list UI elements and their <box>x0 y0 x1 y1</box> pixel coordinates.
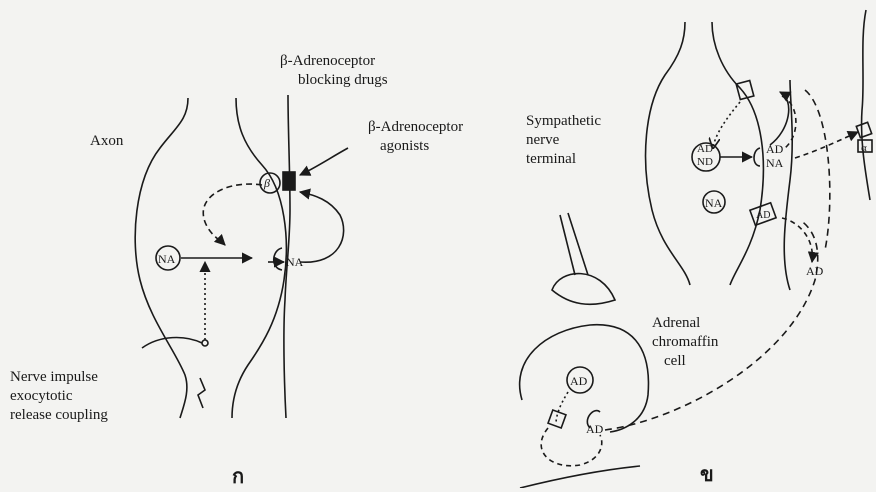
label-ad-na-line2: NA <box>766 156 783 170</box>
label-beta-receptor: β <box>264 174 270 193</box>
label-beta-agonists: β-Adrenoceptor agonists <box>368 118 463 156</box>
agonist-arrow <box>300 148 348 175</box>
impulse-origin <box>202 340 208 346</box>
label-ad-vesicle: AD <box>570 372 587 391</box>
presynaptic-receptor-top <box>736 80 754 99</box>
ad-flow-dashed-2 <box>805 90 830 250</box>
label-ad-release: AD <box>586 420 603 439</box>
label-beta-agonists-line2: agonists <box>368 137 463 156</box>
right-receptor-box <box>856 122 871 137</box>
label-ad-nd-line1: AD <box>697 143 713 156</box>
top-receptor-dotted <box>713 102 740 148</box>
beta-feedback-dashed <box>203 184 262 245</box>
nerve-fiber-left <box>560 215 575 275</box>
nerve-fiber-right <box>568 213 588 275</box>
nerve-ending-cap <box>552 274 615 305</box>
label-ad-nd-vesicle: AD ND <box>697 143 713 169</box>
label-nerve-impulse-line1: Nerve impulse <box>10 368 108 387</box>
label-beta-blocking: β-Adrenoceptor blocking drugs <box>280 52 388 90</box>
chromaffin-receptor <box>548 410 566 428</box>
panel-number-b: ข <box>700 458 714 490</box>
label-na-vesicle-b: NA <box>705 194 722 213</box>
bottom-membrane <box>520 466 640 488</box>
label-nerve-impulse-line2: exocytotic <box>10 387 108 406</box>
label-sympathetic-terminal: Sympathetic nerve terminal <box>526 112 601 169</box>
release-notch <box>754 148 760 166</box>
label-sympathetic-line1: Sympathetic <box>526 112 601 131</box>
label-adrenal-line3: cell <box>652 352 718 371</box>
lower-receptor-dashed <box>782 218 812 262</box>
label-nerve-impulse: Nerve impulse exocytotic release couplin… <box>10 368 108 425</box>
right-cell-outline <box>862 10 870 200</box>
label-alpha-receptor: α <box>861 139 867 158</box>
label-adrenal-line2: chromaffin <box>652 333 718 352</box>
top-na-loop <box>770 92 789 145</box>
label-ad-na-release: AD NA <box>766 142 783 170</box>
label-axon: Axon <box>90 132 123 151</box>
label-ad-na-line1: AD <box>766 142 783 156</box>
na-to-receptor-loop <box>300 192 344 262</box>
terminal-outline-left <box>646 22 690 285</box>
label-adrenal-chromaffin: Adrenal chromaffin cell <box>652 314 718 371</box>
label-sympathetic-line2: nerve <box>526 131 601 150</box>
label-nerve-impulse-line3: release coupling <box>10 406 108 425</box>
label-ad-receptor: AD <box>756 206 770 225</box>
label-sympathetic-line3: terminal <box>526 150 601 169</box>
ad-vesicle-dotted <box>556 392 568 424</box>
label-beta-blocking-line1: β-Adrenoceptor <box>280 52 388 71</box>
label-ad-flow: AD <box>806 262 823 281</box>
label-na-vesicle: NA <box>158 250 175 269</box>
impulse-pointer-line <box>142 338 202 348</box>
panel-number-a: ก <box>232 460 244 492</box>
label-na-released: NA <box>286 253 303 272</box>
label-adrenal-line1: Adrenal <box>652 314 718 333</box>
label-beta-blocking-line2: blocking drugs <box>280 71 388 90</box>
axon-zigzag <box>198 378 205 408</box>
blocking-drug-square <box>283 172 295 190</box>
label-beta-agonists-line1: β-Adrenoceptor <box>368 118 463 137</box>
label-ad-nd-line2: ND <box>697 156 713 169</box>
na-receptor-notch <box>274 248 282 270</box>
